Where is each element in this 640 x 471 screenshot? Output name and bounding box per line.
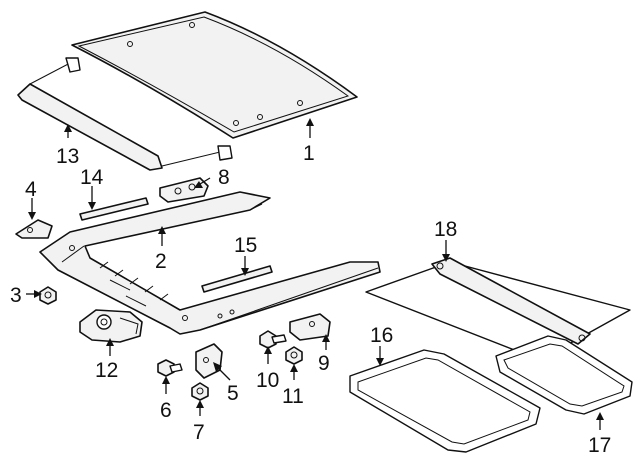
callout-9: 9 <box>318 352 330 375</box>
callout-8: 8 <box>218 166 230 189</box>
roof-panel <box>71 11 358 139</box>
bracket-5-shape <box>195 343 223 379</box>
bolt-10-shape <box>259 330 287 349</box>
weatherstrip-ring <box>495 335 633 415</box>
callout-18: 18 <box>434 218 457 241</box>
nut-11-shape <box>285 346 303 365</box>
seal-strip-14 <box>79 197 149 221</box>
glass-seal-ring <box>349 349 541 453</box>
drive-motor <box>79 309 143 343</box>
callout-10: 10 <box>256 369 279 392</box>
bolt-6-shape <box>157 359 183 377</box>
callout-11: 11 <box>282 385 304 408</box>
callout-5: 5 <box>227 382 239 405</box>
sunroof-frame <box>39 191 381 335</box>
callout-12: 12 <box>95 359 118 382</box>
nut-7-shape <box>191 382 209 401</box>
sunshade-panel <box>365 257 631 361</box>
callout-13: 13 <box>56 145 79 168</box>
callout-4: 4 <box>25 178 37 201</box>
callout-14: 14 <box>80 166 104 189</box>
callout-3: 3 <box>10 284 22 307</box>
wind-deflector <box>17 57 233 171</box>
callout-6: 6 <box>160 399 172 422</box>
callout-1: 1 <box>303 142 315 165</box>
bracket-4-shape <box>15 219 53 239</box>
nut-3-shape <box>39 286 57 305</box>
callout-16: 16 <box>370 324 393 347</box>
bracket-8-shape <box>159 177 209 203</box>
leader-lines <box>26 118 604 430</box>
callout-17: 17 <box>588 434 611 457</box>
callout-15: 15 <box>234 234 257 257</box>
callout-labels: 1 2 3 4 5 6 7 8 9 10 11 12 13 14 15 16 1… <box>10 142 611 457</box>
seal-strip-15 <box>201 265 273 293</box>
bracket-9-shape <box>289 313 331 341</box>
callout-2: 2 <box>155 250 167 273</box>
callout-7: 7 <box>193 421 205 444</box>
